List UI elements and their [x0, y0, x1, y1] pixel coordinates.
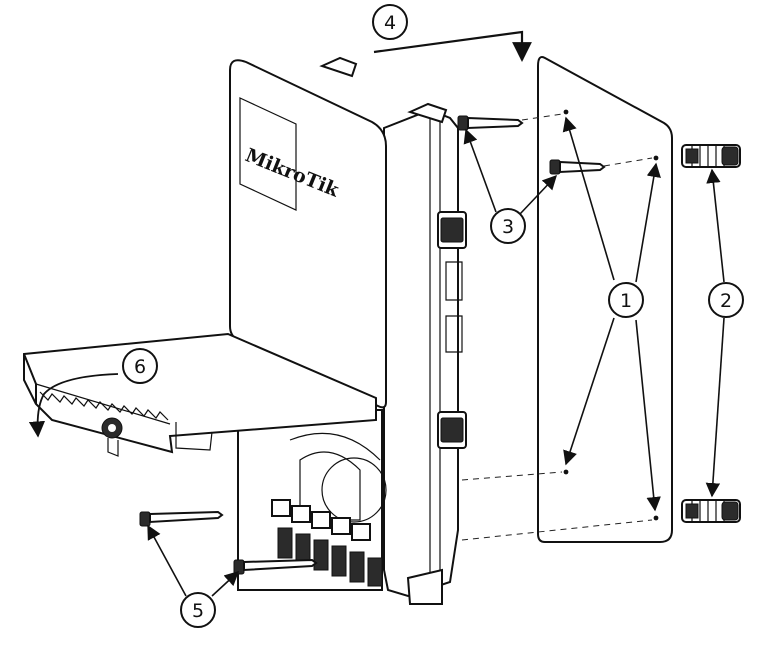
wall-anchor-top: [681, 144, 741, 168]
callout-3: 3: [490, 208, 526, 244]
callout-4: 4: [372, 4, 408, 40]
bottom-cover: [23, 332, 377, 457]
callout-1: 1: [608, 282, 644, 318]
svg-text:5: 5: [192, 600, 204, 622]
screw-top-right: [549, 159, 606, 175]
svg-text:3: 3: [502, 216, 514, 238]
device-enclosure: MikroTik: [229, 56, 467, 605]
port-compartment: [237, 409, 387, 591]
screw-top-left: [457, 115, 524, 131]
callout-5: 5: [180, 592, 216, 628]
svg-text:2: 2: [720, 290, 732, 312]
svg-text:4: 4: [384, 12, 396, 34]
port-row: [271, 499, 383, 587]
cover-rotation-arrow: [28, 373, 119, 438]
leader-lines: [147, 116, 725, 597]
screw-bottom-lower: [233, 558, 318, 575]
svg-text:6: 6: [134, 356, 146, 378]
callout-2: 2: [708, 282, 744, 318]
slide-direction-arrow: [373, 30, 532, 62]
callout-6: 6: [122, 348, 158, 384]
wall-anchor-bottom: [681, 499, 741, 523]
alignment-lines: [461, 113, 653, 541]
svg-text:1: 1: [620, 290, 632, 312]
mounting-plate: [537, 56, 673, 543]
screw-bottom-upper: [139, 510, 224, 527]
